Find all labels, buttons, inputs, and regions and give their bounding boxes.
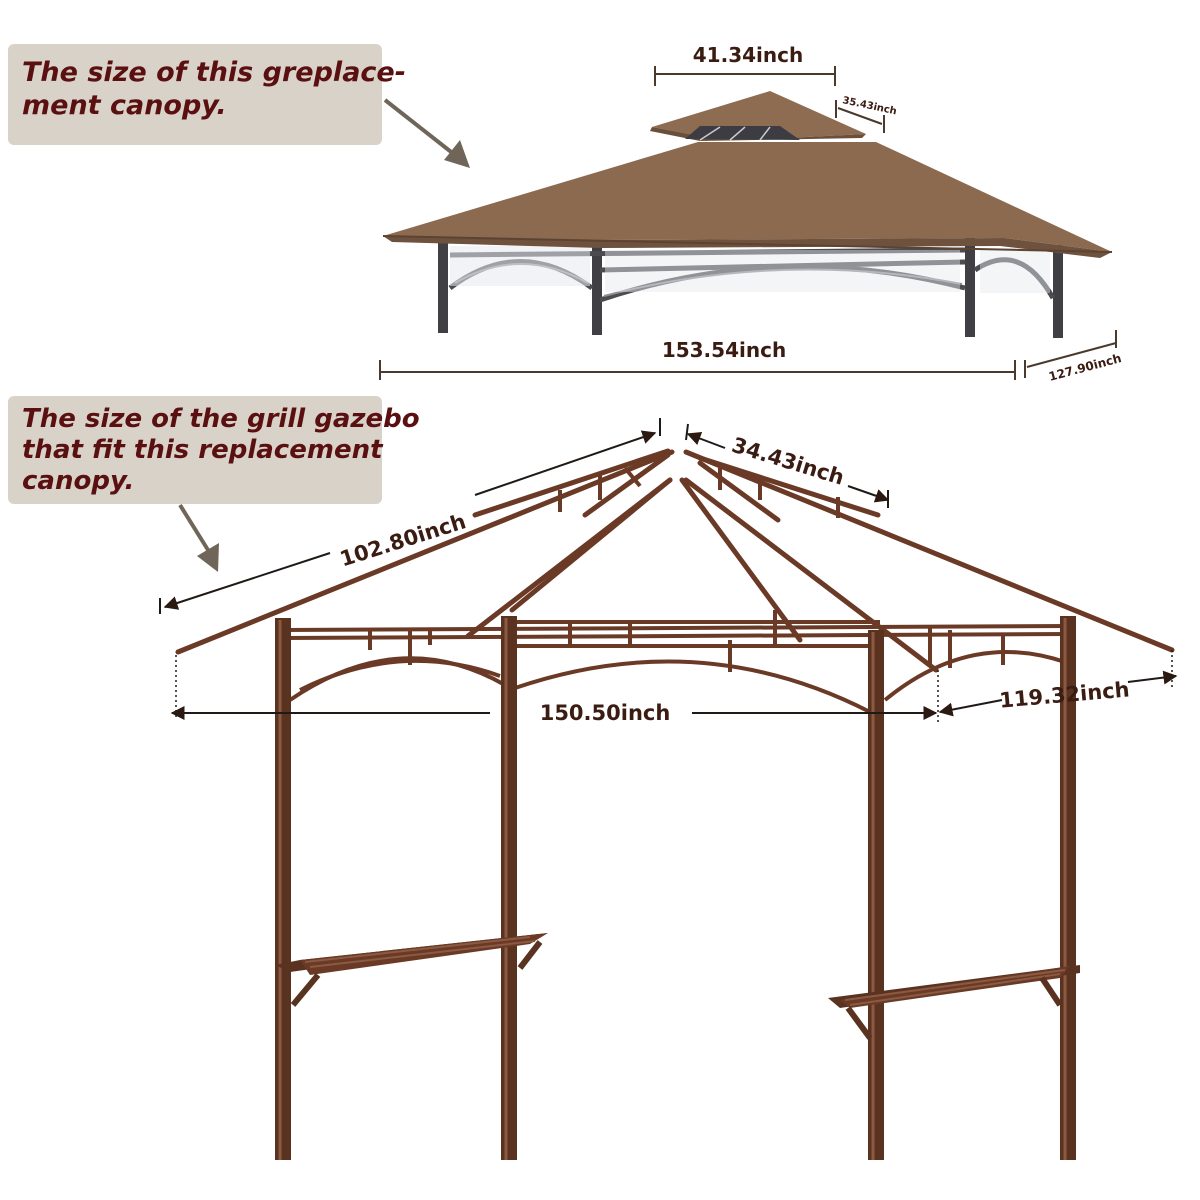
frame-dimension-lines — [159, 418, 1178, 720]
frame-length-label: 150.50inch — [540, 701, 671, 725]
frame-extension-lines — [175, 650, 1173, 722]
canopy-dimension-lines — [379, 66, 1117, 380]
canopy-depth-label: 127.90inch — [1047, 351, 1123, 384]
callout-line: The size of this greplace- — [22, 57, 406, 88]
gazebo-frame-illustration — [175, 448, 1175, 1160]
canopy-top-depth-label: 35.43inch — [841, 95, 897, 117]
callout-line: canopy. — [22, 466, 135, 496]
canopy-top-width-label: 41.34inch — [693, 43, 803, 67]
callout-line: The size of the grill gazebo — [22, 404, 420, 434]
gazebo-pointer-arrow — [178, 503, 219, 572]
callout-line: ment canopy. — [22, 90, 227, 121]
gazebo-size-callout: The size of the grill gazebo that fit th… — [8, 396, 420, 504]
callout-line: that fit this replacement — [22, 435, 383, 465]
canopy-pointer-arrow — [383, 98, 470, 168]
left-shelf — [275, 933, 548, 1007]
frame-vent-width-label: 34.43inch — [729, 433, 847, 490]
canopy-size-callout: The size of this greplace- ment canopy. — [8, 44, 406, 145]
right-shelf — [828, 965, 1080, 1040]
canopy-length-label: 153.54inch — [662, 338, 786, 362]
canopy-illustration — [382, 91, 1113, 338]
